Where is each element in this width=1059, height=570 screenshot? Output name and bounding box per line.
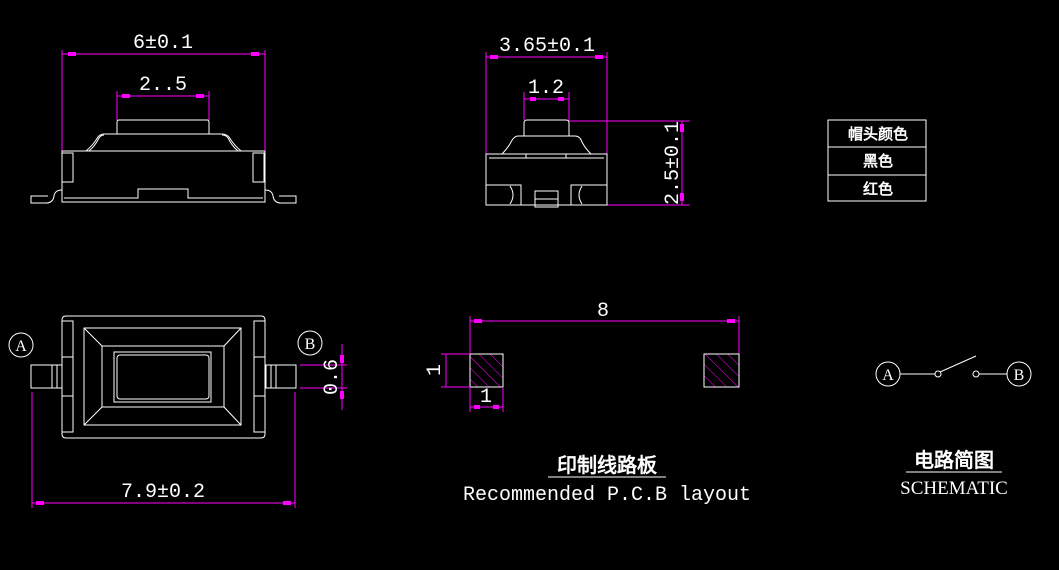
end-view-width-dimension: 3.65±0.1 (485, 35, 608, 155)
pcb-pad-left (469, 353, 504, 388)
end-cap-label: 1.2 (528, 77, 564, 100)
schematic-title-cn: 电路简图 (914, 448, 994, 472)
pad-pitch-label: 8 (597, 300, 609, 323)
pad-height-label: 1 (424, 364, 447, 376)
lead-width-dimension: 0.6 (300, 344, 347, 410)
length-label: 7.9±0.2 (121, 481, 205, 504)
pad-width-label: 1 (480, 386, 492, 409)
side-width-label: 6±0.1 (133, 32, 193, 55)
schematic-terminal-b: B (1014, 367, 1025, 384)
color-table-row: 黑色 (863, 152, 893, 170)
side-view-body (30, 119, 297, 204)
color-table-row: 红色 (863, 180, 893, 198)
pcb-pad-right (703, 353, 740, 388)
pcb-title-cn: 印制线路板 (557, 453, 658, 477)
side-cap-label: 2..5 (139, 74, 187, 97)
schematic-title-en: SCHEMATIC (900, 478, 1008, 499)
pcb-layout: 8 1 1 印制线路板 Recommended P.C.B layout (424, 300, 751, 507)
lead-width-label: 0.6 (321, 359, 344, 395)
schematic-terminal-a: A (882, 367, 894, 384)
terminal-a-label: A (15, 338, 27, 355)
cap-color-table: 帽头颜色 黑色 红色 (827, 119, 927, 202)
end-height-label: 2.5±0.1 (662, 121, 685, 205)
top-view: A B 0.6 7.9±0.2 (8, 315, 347, 508)
side-view-cap-dimension: 2..5 (116, 74, 210, 120)
color-table-header: 帽头颜色 (848, 125, 908, 143)
pcb-title-en: Recommended P.C.B layout (463, 484, 751, 507)
end-view-body (485, 119, 608, 208)
switch-contact (939, 355, 977, 373)
terminal-b-label: B (305, 336, 316, 353)
end-view-height-dimension: 2.5±0.1 (569, 120, 690, 206)
side-view-width-dimension: 6±0.1 (61, 32, 266, 152)
end-width-label: 3.65±0.1 (499, 35, 595, 58)
length-dimension: 7.9±0.2 (31, 392, 296, 508)
end-view-cap-dimension: 1.2 (523, 77, 570, 121)
side-view: 6±0.1 2..5 (30, 32, 297, 204)
end-view: 3.65±0.1 1.2 2.5±0.1 (485, 35, 690, 208)
schematic: A B 电路简图 SCHEMATIC (875, 355, 1032, 499)
